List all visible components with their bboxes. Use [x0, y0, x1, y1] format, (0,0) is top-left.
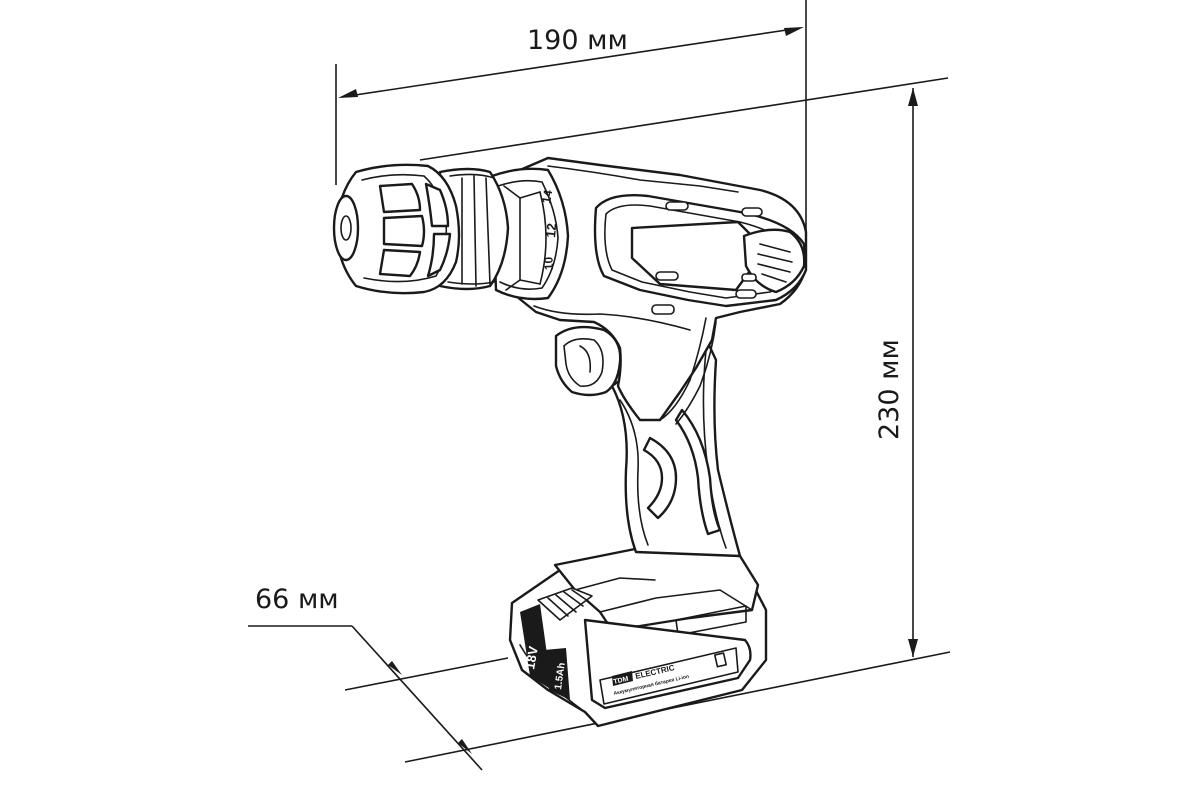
dimension-width: 66 мм — [248, 584, 509, 771]
battery-voltage: 18V — [522, 645, 541, 671]
drill-trigger — [554, 325, 622, 397]
torque-setting-10: 10 — [542, 256, 556, 270]
battery-pack: 18V 1.5Ah TDM ELECTRIC Аккумуляторная ба… — [508, 546, 768, 728]
drill-body — [514, 156, 808, 425]
height-label: 230 мм — [874, 339, 905, 440]
battery-capacity: 1.5Ah — [553, 662, 568, 691]
torque-collar: 14 12 10 — [490, 167, 570, 301]
battery-icon — [713, 652, 728, 668]
direction-switch — [651, 304, 675, 315]
vent-slots — [651, 201, 763, 315]
width-label: 66 мм — [255, 584, 339, 615]
battery-release-button — [537, 587, 593, 621]
torque-setting-12: 12 — [543, 223, 559, 239]
dimension-length: 190 мм — [335, 0, 949, 235]
battery-side-panel: 18V 1.5Ah — [520, 604, 570, 700]
torque-setting-14: 14 — [539, 189, 555, 205]
length-label: 190 мм — [527, 25, 628, 56]
drill-chuck — [332, 163, 510, 295]
brand-box: TDM — [613, 676, 630, 686]
